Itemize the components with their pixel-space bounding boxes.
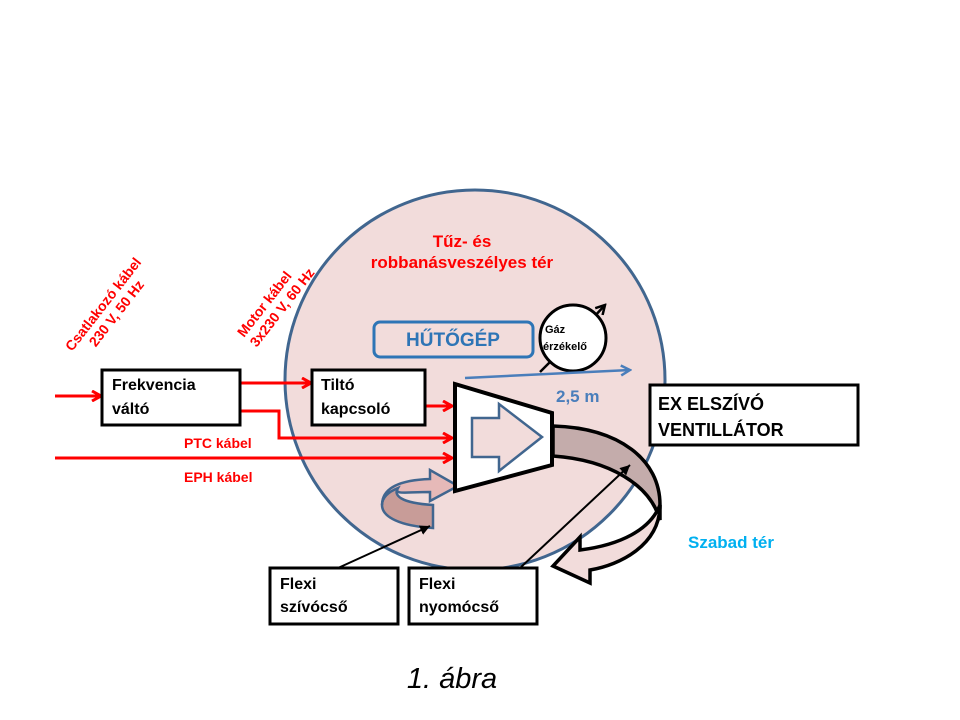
pressure-hose-label-line2: nyomócső xyxy=(419,599,499,616)
eph-cable-label: EPH kábel xyxy=(184,469,252,485)
ptc-cable-label: PTC kábel xyxy=(184,435,252,451)
switch-label-line1: Tiltó xyxy=(321,377,355,394)
gas-sensor-icon xyxy=(538,303,608,373)
ex-fan-label-line2: VENTILLÁTOR xyxy=(658,419,784,440)
free-space-label: Szabad tér xyxy=(688,533,774,552)
suction-hose-label-line2: szívócső xyxy=(280,599,348,616)
pressure-hose-pointer xyxy=(519,464,631,569)
radius-label: 2,5 m xyxy=(556,387,599,406)
gas-sensor-line2: érzékelő xyxy=(543,341,587,353)
ex-fan-label-line1: EX ELSZÍVÓ xyxy=(658,393,764,414)
zone-title-line1: Tűz- és xyxy=(433,232,492,251)
figure-caption: 1. ábra xyxy=(407,663,497,695)
pressure-hose-label-line1: Flexi xyxy=(419,576,455,593)
gas-sensor-line1: Gáz xyxy=(545,324,566,336)
ex-fan-box xyxy=(648,383,860,447)
suction-hose-label-line1: Flexi xyxy=(280,576,316,593)
suction-hose-arrow xyxy=(380,467,461,506)
suction-hose-pointer xyxy=(337,525,431,569)
machine-label-box xyxy=(372,320,535,359)
ptc-cable xyxy=(241,409,452,438)
zone-title-line2: robbanásveszélyes tér xyxy=(371,253,554,272)
inverter-label-line1: Frekvencia xyxy=(112,377,196,394)
suction-hose-box xyxy=(268,566,400,626)
pressure-hose-bottom xyxy=(550,504,662,586)
pressure-hose-box xyxy=(407,566,539,626)
switch-label-line2: kapcsoló xyxy=(321,401,391,418)
machine-label: HŰTŐGÉP xyxy=(406,329,500,351)
inverter-label-line2: váltó xyxy=(112,401,150,418)
radius-arrow xyxy=(464,370,630,380)
flow-direction-arrow-icon xyxy=(470,401,545,474)
switch-box xyxy=(310,368,427,427)
inverter-box xyxy=(100,368,242,427)
